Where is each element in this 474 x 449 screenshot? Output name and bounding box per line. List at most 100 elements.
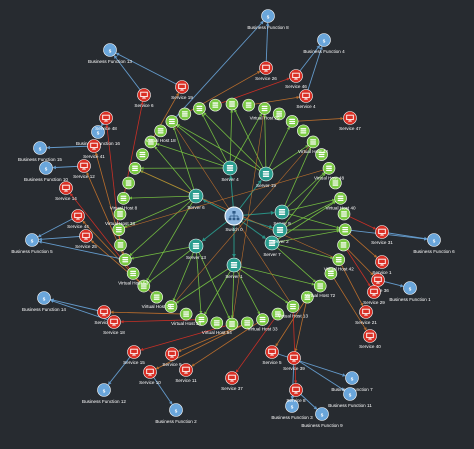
business-function-node[interactable]: $Business Function 6 — [413, 234, 455, 255]
virtual-host-node[interactable] — [338, 239, 350, 251]
server-node[interactable]: Server 6 — [187, 189, 205, 210]
node-label: Service 12 — [73, 174, 95, 179]
node-label: Service 14 — [55, 196, 77, 201]
service-node[interactable]: Service 21 — [355, 306, 377, 326]
virtual-host-node[interactable] — [136, 149, 148, 161]
node-label: Service 48 — [95, 126, 117, 131]
virtual-host-node[interactable] — [307, 136, 319, 148]
service-node[interactable]: Service 48 — [95, 112, 117, 132]
business-function-node[interactable]: $Business Function 8 — [247, 10, 289, 31]
service-node[interactable]: Service 40 — [359, 330, 381, 350]
service-node[interactable]: Service 46 — [285, 70, 307, 90]
node-label: Service 4 — [296, 104, 316, 109]
edge — [249, 97, 299, 105]
virtual-host-label: Virtual Host 33 — [247, 327, 277, 332]
service-node[interactable]: Service 18 — [103, 316, 125, 336]
virtual-host-node[interactable] — [155, 125, 167, 137]
dollar-icon: $ — [323, 39, 326, 44]
virtual-host-label: Virtual Host 71 — [142, 304, 172, 309]
edge — [130, 196, 196, 256]
list-icon — [130, 271, 136, 276]
virtual-host-node[interactable] — [119, 254, 131, 266]
list-icon — [326, 166, 332, 171]
virtual-host-node[interactable] — [129, 162, 141, 174]
root-switch-node[interactable]: Switch 0 — [225, 207, 243, 232]
node-label: Service 25 — [75, 244, 97, 249]
list-icon — [126, 180, 132, 185]
list-icon — [197, 106, 203, 111]
service-node[interactable]: Service 14 — [55, 182, 77, 202]
list-icon — [333, 180, 339, 185]
node-label: Service 39 — [283, 366, 305, 371]
business-function-node[interactable]: $ Business Function 4 — [303, 34, 345, 55]
edge — [294, 358, 344, 390]
business-function-node[interactable]: $Business Function 15 — [18, 142, 62, 163]
service-node[interactable]: Service 47 — [339, 112, 361, 132]
service-node[interactable]: Service 44 — [67, 210, 89, 230]
service-node[interactable]: Service 26 — [255, 62, 277, 82]
service-node[interactable]: Service 8 — [286, 384, 306, 404]
virtual-host-node[interactable] — [117, 192, 129, 204]
service-node[interactable]: Service 10 — [139, 366, 161, 386]
business-function-node[interactable]: $Business Function 13 — [88, 44, 132, 65]
edge — [176, 265, 234, 303]
list-icon — [121, 196, 127, 201]
service-node[interactable]: Service 4 — [296, 90, 316, 110]
virtual-host-node[interactable] — [226, 318, 238, 330]
virtual-host-node[interactable] — [193, 102, 205, 114]
virtual-host-node[interactable] — [179, 108, 191, 120]
business-function-node[interactable]: $Business Function 5 — [11, 234, 53, 255]
virtual-host-node[interactable] — [114, 239, 126, 251]
virtual-host-node[interactable] — [127, 267, 139, 279]
node-label: Business Function 14 — [22, 307, 66, 312]
dollar-icon: $ — [45, 167, 48, 172]
virtual-host-node[interactable] — [180, 308, 192, 320]
service-node[interactable]: Service 6 — [134, 89, 154, 109]
node-label: Business Function 8 — [247, 25, 289, 30]
virtual-host-node[interactable] — [259, 102, 271, 114]
virtual-host-node[interactable] — [257, 314, 269, 326]
virtual-host-node[interactable] — [286, 115, 298, 127]
server-node[interactable]: Server 9 — [273, 205, 291, 226]
service-node[interactable]: Service 1 — [372, 256, 392, 276]
service-node[interactable]: Service 5 — [262, 346, 282, 366]
edge — [382, 232, 427, 239]
virtual-host-node[interactable] — [123, 177, 135, 189]
list-icon — [193, 243, 199, 249]
server-node[interactable]: Server 13 — [186, 239, 206, 260]
virtual-host-node[interactable] — [335, 192, 347, 204]
list-icon — [263, 171, 269, 177]
edge — [234, 265, 314, 285]
edge — [272, 243, 333, 258]
business-function-node[interactable]: $Business Function 12 — [82, 384, 126, 405]
business-function-node[interactable]: $Business Function 10 — [24, 162, 68, 183]
node-label: Business Function 4 — [303, 49, 345, 54]
virtual-host-label: Virtual Host 34 — [171, 321, 201, 326]
service-node[interactable]: Service 39 — [283, 352, 305, 372]
node-label: Service 21 — [355, 320, 377, 325]
server-node[interactable]: Server 4 — [221, 161, 239, 182]
service-node[interactable]: Service 12 — [73, 160, 95, 180]
virtual-host-label: Virtual Host 18 — [146, 138, 176, 143]
service-node[interactable]: Service 15 — [123, 346, 145, 366]
business-function-node[interactable]: $Business Function 2 — [155, 404, 197, 425]
service-node[interactable]: Service 37 — [221, 372, 243, 392]
list-icon — [341, 211, 347, 216]
virtual-host-node[interactable] — [209, 99, 221, 111]
virtual-host-node[interactable] — [243, 99, 255, 111]
list-icon — [132, 166, 138, 171]
virtual-host-node[interactable] — [333, 254, 345, 266]
virtual-host-node[interactable] — [151, 291, 163, 303]
virtual-host-node[interactable] — [314, 280, 326, 292]
virtual-host-node[interactable] — [339, 224, 351, 236]
virtual-host-node[interactable] — [287, 301, 299, 313]
node-label: Service 5 — [262, 360, 282, 365]
node-label: Service 19 — [171, 95, 193, 100]
virtual-host-node[interactable] — [211, 317, 223, 329]
edge — [205, 265, 234, 314]
virtual-host-node[interactable] — [166, 115, 178, 127]
virtual-host-node[interactable] — [323, 162, 335, 174]
virtual-host-node[interactable] — [297, 125, 309, 137]
virtual-host-node[interactable] — [226, 98, 238, 110]
